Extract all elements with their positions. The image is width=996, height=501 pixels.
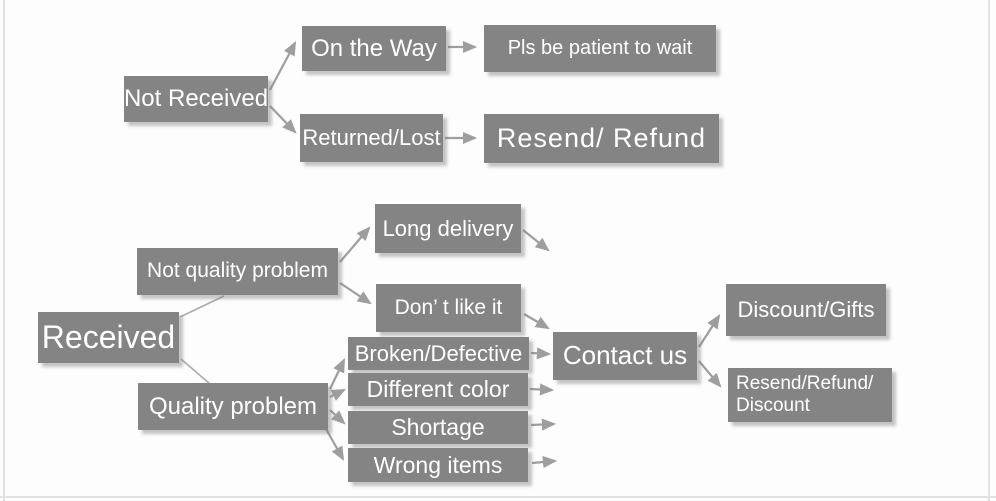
node-discount-gifts: Discount/Gifts: [726, 284, 886, 336]
arrow-not-quality-to-dont-like: [339, 282, 372, 305]
arrow-quality-to-wrong-items: [325, 428, 345, 461]
node-resend-refund: Resend/ Refund: [484, 114, 719, 163]
arrow-quality-to-different-color: [329, 389, 346, 401]
node-shortage: Shortage: [348, 411, 528, 444]
node-pls-be-patient: Pls be patient to wait: [484, 25, 716, 72]
node-long-delivery: Long delivery: [375, 204, 521, 253]
node-resend-refund-discount: Resend/Refund/ Discount: [728, 368, 892, 422]
frame-left-line: [3, 0, 5, 501]
node-returned-lost: Returned/Lost: [300, 114, 443, 162]
arrow-wrong-items-out: [531, 456, 558, 469]
line-received-to-not-quality: [179, 295, 225, 318]
arrow-not-received-to-on-the-way: [269, 41, 297, 91]
node-not-received: Not Received: [124, 76, 268, 122]
node-broken-defective: Broken/Defective: [348, 337, 529, 370]
line-received-to-quality: [180, 358, 211, 385]
arrow-quality-to-broken-defective: [329, 358, 345, 390]
node-received: Received: [38, 312, 179, 363]
node-dont-like-it: Don’ t like it: [376, 284, 521, 332]
arrow-long-delivery-out: [522, 229, 550, 252]
node-not-quality-problem: Not quality problem: [137, 248, 338, 295]
arrow-dont-like-to-contact-us: [523, 313, 550, 330]
node-contact-us: Contact us: [553, 332, 697, 380]
arrow-different-color-out: [529, 383, 555, 396]
node-wrong-items: Wrong items: [348, 448, 528, 482]
arrow-contact-us-to-discount-gifts: [698, 314, 721, 348]
arrow-contact-us-to-resend-refund-discount: [698, 360, 722, 388]
node-different-color: Different color: [348, 373, 528, 406]
node-quality-problem: Quality problem: [138, 383, 328, 430]
arrow-not-quality-to-long-delivery: [339, 226, 371, 263]
arrow-shortage-out: [530, 418, 557, 431]
node-on-the-way: On the Way: [302, 26, 446, 71]
arrow-not-received-to-returned-lost: [269, 105, 297, 134]
frame-right-line: [988, 0, 990, 501]
frame-bottom-line: [0, 496, 996, 498]
node-resend-refund-discount-line1: Resend/Refund/: [736, 373, 874, 395]
arrow-quality-to-shortage: [329, 409, 346, 425]
node-resend-refund-discount-line2: Discount: [736, 395, 810, 416]
arrow-broken-defective-to-contact-us: [530, 347, 552, 360]
